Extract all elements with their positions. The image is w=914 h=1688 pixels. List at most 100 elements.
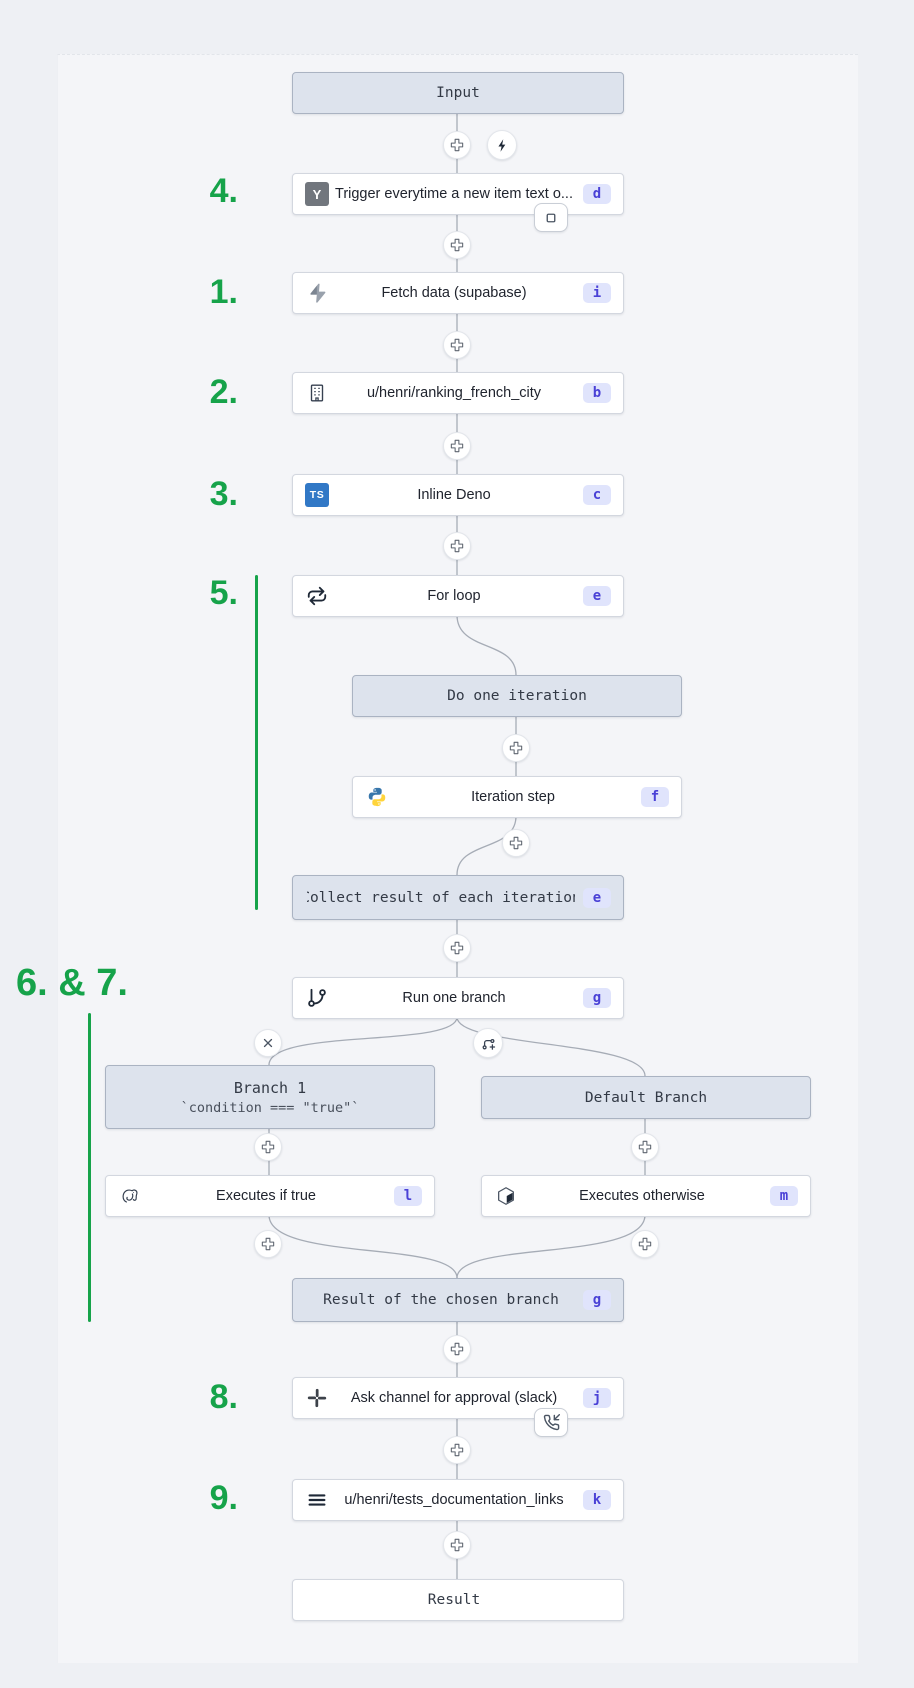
- step-label: Executes if true: [216, 1188, 316, 1204]
- add-step-button[interactable]: [502, 734, 530, 762]
- flow-step-executes-if-true[interactable]: Executes if true l: [105, 1175, 435, 1217]
- iteration-header-box[interactable]: Do one iteration: [352, 675, 682, 717]
- add-step-button[interactable]: [502, 829, 530, 857]
- plus-icon: [449, 1537, 465, 1553]
- flow-step-ask-approval-slack[interactable]: Ask channel for approval (slack) j: [292, 1377, 624, 1419]
- step-id-badge: e: [583, 887, 611, 908]
- plus-icon: [449, 1341, 465, 1357]
- postgresql-elephant-icon: [118, 1184, 142, 1208]
- step-id-badge: b: [583, 383, 611, 403]
- step-label: u/henri/tests_documentation_links: [344, 1492, 564, 1508]
- git-branch-icon: [305, 986, 329, 1010]
- add-branch-icon: [482, 1038, 495, 1050]
- phone-incoming-icon: [543, 1414, 560, 1431]
- chosen-branch-result-label: Result of the chosen branch: [323, 1292, 559, 1308]
- default-branch-header[interactable]: Default Branch: [481, 1076, 811, 1119]
- flow-input-box[interactable]: Input: [292, 72, 624, 114]
- step-id-badge: l: [394, 1186, 422, 1206]
- add-step-button[interactable]: [443, 532, 471, 560]
- plus-icon: [260, 1236, 276, 1252]
- add-step-button[interactable]: [254, 1133, 282, 1161]
- annotation-bracket-6-7: [88, 1013, 91, 1322]
- plus-icon: [508, 740, 524, 756]
- annotation-step-4: 4.: [209, 172, 238, 210]
- annotation-step-8: 8.: [209, 1378, 238, 1416]
- flow-step-iteration[interactable]: Iteration step f: [352, 776, 682, 818]
- flow-step-tests-documentation-links[interactable]: u/henri/tests_documentation_links k: [292, 1479, 624, 1521]
- step-id-badge: e: [583, 586, 611, 606]
- add-step-button[interactable]: [631, 1133, 659, 1161]
- input-label: Input: [436, 85, 480, 101]
- building-icon: [305, 381, 329, 405]
- flow-step-ranking-french-city[interactable]: u/henri/ranking_french_city b: [292, 372, 624, 414]
- add-step-button[interactable]: [443, 934, 471, 962]
- add-step-button[interactable]: [443, 231, 471, 259]
- plus-icon: [449, 538, 465, 554]
- plus-icon: [260, 1139, 276, 1155]
- branch-1-header[interactable]: Branch 1 `condition === "true"`: [105, 1065, 435, 1129]
- hackernews-icon: Y: [305, 182, 329, 206]
- close-icon: [263, 1038, 273, 1048]
- add-step-button[interactable]: [443, 331, 471, 359]
- flow-step-fetch-data[interactable]: Fetch data (supabase) i: [292, 272, 624, 314]
- supabase-bolt-icon: [305, 281, 329, 305]
- step-label: Ask channel for approval (slack): [350, 1390, 558, 1406]
- step-id-badge: f: [641, 787, 669, 807]
- chosen-branch-result-box[interactable]: Result of the chosen branch g: [292, 1278, 624, 1322]
- step-label: Trigger everytime a new item text o...: [335, 186, 573, 202]
- branch-1-title: Branch 1: [233, 1078, 307, 1097]
- step-label: Fetch data (supabase): [381, 285, 527, 301]
- typescript-icon: TS: [305, 483, 329, 507]
- annotation-step-9: 9.: [209, 1479, 238, 1517]
- annotation-step-3: 3.: [209, 475, 238, 513]
- annotation-step-5: 5.: [209, 574, 238, 612]
- flow-step-trigger[interactable]: Y Trigger everytime a new item text o...…: [292, 173, 624, 215]
- remove-branch-button[interactable]: [254, 1029, 282, 1057]
- approval-wait-indicator: [534, 1408, 568, 1437]
- step-label: Executes otherwise: [579, 1188, 705, 1204]
- result-label: Result: [427, 1592, 481, 1608]
- step-id-badge: j: [583, 1388, 611, 1408]
- collect-result-label: Collect result of each iteration: [307, 889, 575, 906]
- step-label: Inline Deno: [417, 487, 491, 503]
- cube-icon: [494, 1184, 518, 1208]
- plus-icon: [449, 237, 465, 253]
- flow-step-executes-otherwise[interactable]: Executes otherwise m: [481, 1175, 811, 1217]
- branch-1-condition: `condition === "true"`: [180, 1099, 360, 1116]
- add-step-button[interactable]: [443, 1531, 471, 1559]
- repeat-icon: [305, 584, 329, 608]
- annotation-step-2: 2.: [209, 373, 238, 411]
- suspend-indicator: [534, 203, 568, 232]
- step-id-badge: g: [583, 1290, 611, 1310]
- add-step-button[interactable]: [631, 1230, 659, 1258]
- step-id-badge: c: [583, 485, 611, 505]
- flow-step-inline-deno[interactable]: TS Inline Deno c: [292, 474, 624, 516]
- annotation-bracket-5: [255, 575, 258, 910]
- plus-icon: [508, 835, 524, 851]
- suspend-square-icon: [546, 213, 556, 222]
- collect-result-box[interactable]: Collect result of each iteration e: [292, 875, 624, 920]
- annotation-step-1: 1.: [209, 273, 238, 311]
- add-step-button[interactable]: [443, 131, 471, 159]
- add-step-button[interactable]: [443, 1335, 471, 1363]
- default-branch-label: Default Branch: [584, 1089, 708, 1106]
- add-trigger-button[interactable]: [487, 130, 517, 160]
- add-step-button[interactable]: [443, 432, 471, 460]
- step-id-badge: g: [583, 988, 611, 1008]
- add-branch-button[interactable]: [473, 1028, 503, 1058]
- add-step-button[interactable]: [254, 1230, 282, 1258]
- plus-icon: [449, 438, 465, 454]
- annotation-step-6-7: 6. & 7.: [16, 962, 128, 1004]
- step-label: u/henri/ranking_french_city: [366, 385, 542, 401]
- flow-step-run-one-branch[interactable]: Run one branch g: [292, 977, 624, 1019]
- step-id-badge: k: [583, 1490, 611, 1510]
- plus-icon: [637, 1236, 653, 1252]
- step-label: Iteration step: [471, 789, 555, 805]
- iteration-header-label: Do one iteration: [447, 688, 587, 704]
- add-step-button[interactable]: [443, 1436, 471, 1464]
- flow-step-for-loop[interactable]: For loop e: [292, 575, 624, 617]
- python-icon: [365, 785, 389, 809]
- flow-result-box[interactable]: Result: [292, 1579, 624, 1621]
- step-label: Run one branch: [402, 990, 506, 1006]
- menu-lines-icon: [305, 1488, 329, 1512]
